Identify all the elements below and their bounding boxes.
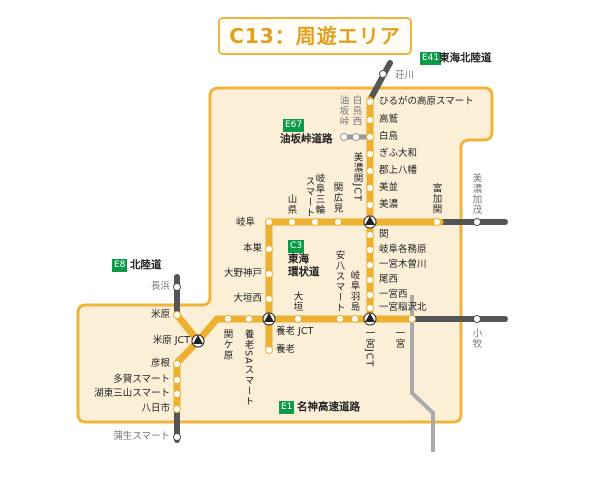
junction-label: 美濃関JCT	[351, 152, 363, 202]
c3-name-1: 東海	[288, 253, 309, 265]
station-label: 白鳥西	[350, 95, 362, 127]
e8-name: 北陸道	[130, 259, 162, 271]
junction-icon	[262, 312, 276, 326]
junction-label: 一宮JCT	[363, 328, 375, 368]
station-label: 一宮西	[379, 289, 408, 300]
c3-badge: C3	[288, 240, 305, 253]
station-label: 富加関	[430, 183, 442, 215]
station-label: 彦根	[150, 358, 170, 369]
station-label: 山県	[285, 194, 297, 215]
station-label: 美並	[379, 182, 399, 193]
station-label: 白鳥	[379, 131, 399, 142]
station-label: 岐阜羽島	[348, 270, 360, 312]
e41-name: 東海北陸道	[439, 52, 492, 64]
page-title: C13：周遊エリア	[218, 17, 412, 55]
station-label: 大野神戸	[223, 268, 262, 279]
junction-icons	[191, 215, 377, 348]
station-label: 湖東三山スマート	[94, 388, 170, 399]
junction-label: 養老 JCT	[276, 326, 314, 337]
stations	[173, 70, 481, 441]
station-label: 一宮木曽川	[379, 259, 427, 270]
station-label: 大垣	[291, 291, 303, 312]
station-label: 関	[379, 229, 389, 240]
e67-name: 油坂峠道路	[280, 133, 333, 145]
station-label: 岐阜三輪	[313, 173, 325, 215]
e1-name: 名神高速道路	[297, 401, 360, 413]
e41-outside	[367, 60, 393, 103]
station-label: スマート	[303, 176, 315, 218]
station-label: 荘川	[395, 70, 415, 81]
light-road	[410, 295, 435, 452]
station-label: 一宮	[393, 328, 405, 349]
station-label: 大垣西	[233, 293, 262, 304]
station-label: 養老	[276, 344, 296, 355]
station-label: 関広見	[331, 182, 343, 214]
junction-icon	[363, 312, 377, 326]
junction-icon	[363, 215, 377, 229]
station-label: 岐阜	[236, 217, 256, 228]
station-label: 蒲生スマート	[113, 431, 170, 442]
station-label: 油坂峠	[337, 95, 349, 127]
e1-badge: E1	[279, 401, 295, 414]
station-label: 美濃	[379, 199, 399, 210]
station-label: 長浜	[150, 281, 170, 292]
station-label: 多賀スマート	[113, 374, 170, 385]
station-label: 高鷲	[379, 114, 399, 125]
station-label: 安八スマート	[333, 250, 345, 313]
c3-name-2: 環状道	[288, 266, 320, 278]
station-label: 養老SAスマート	[242, 329, 254, 407]
e8-badge: E8	[112, 259, 128, 272]
station-label: 米原	[150, 309, 170, 320]
station-label: 八日市	[141, 403, 170, 414]
e67-badge: E67	[283, 119, 305, 132]
station-label: ひるがの高原スマート	[379, 96, 474, 107]
station-label: 美濃加茂	[470, 173, 482, 215]
junction-label: 米原 JCT	[152, 335, 190, 346]
station-label: 本巣	[242, 243, 262, 254]
area-c13	[76, 86, 494, 424]
station-label: 岐阜各務原	[379, 244, 427, 255]
junction-icon	[191, 334, 205, 348]
station-label: 尾西	[379, 274, 399, 285]
e41-badge: E41	[420, 52, 442, 65]
station-label: ぎふ大和	[379, 148, 418, 159]
station-label: 一宮稲沢北	[379, 302, 427, 313]
station-label: 関ケ原	[221, 329, 233, 361]
station-label: 郡上八幡	[379, 165, 418, 176]
station-label: 小牧	[470, 328, 482, 349]
